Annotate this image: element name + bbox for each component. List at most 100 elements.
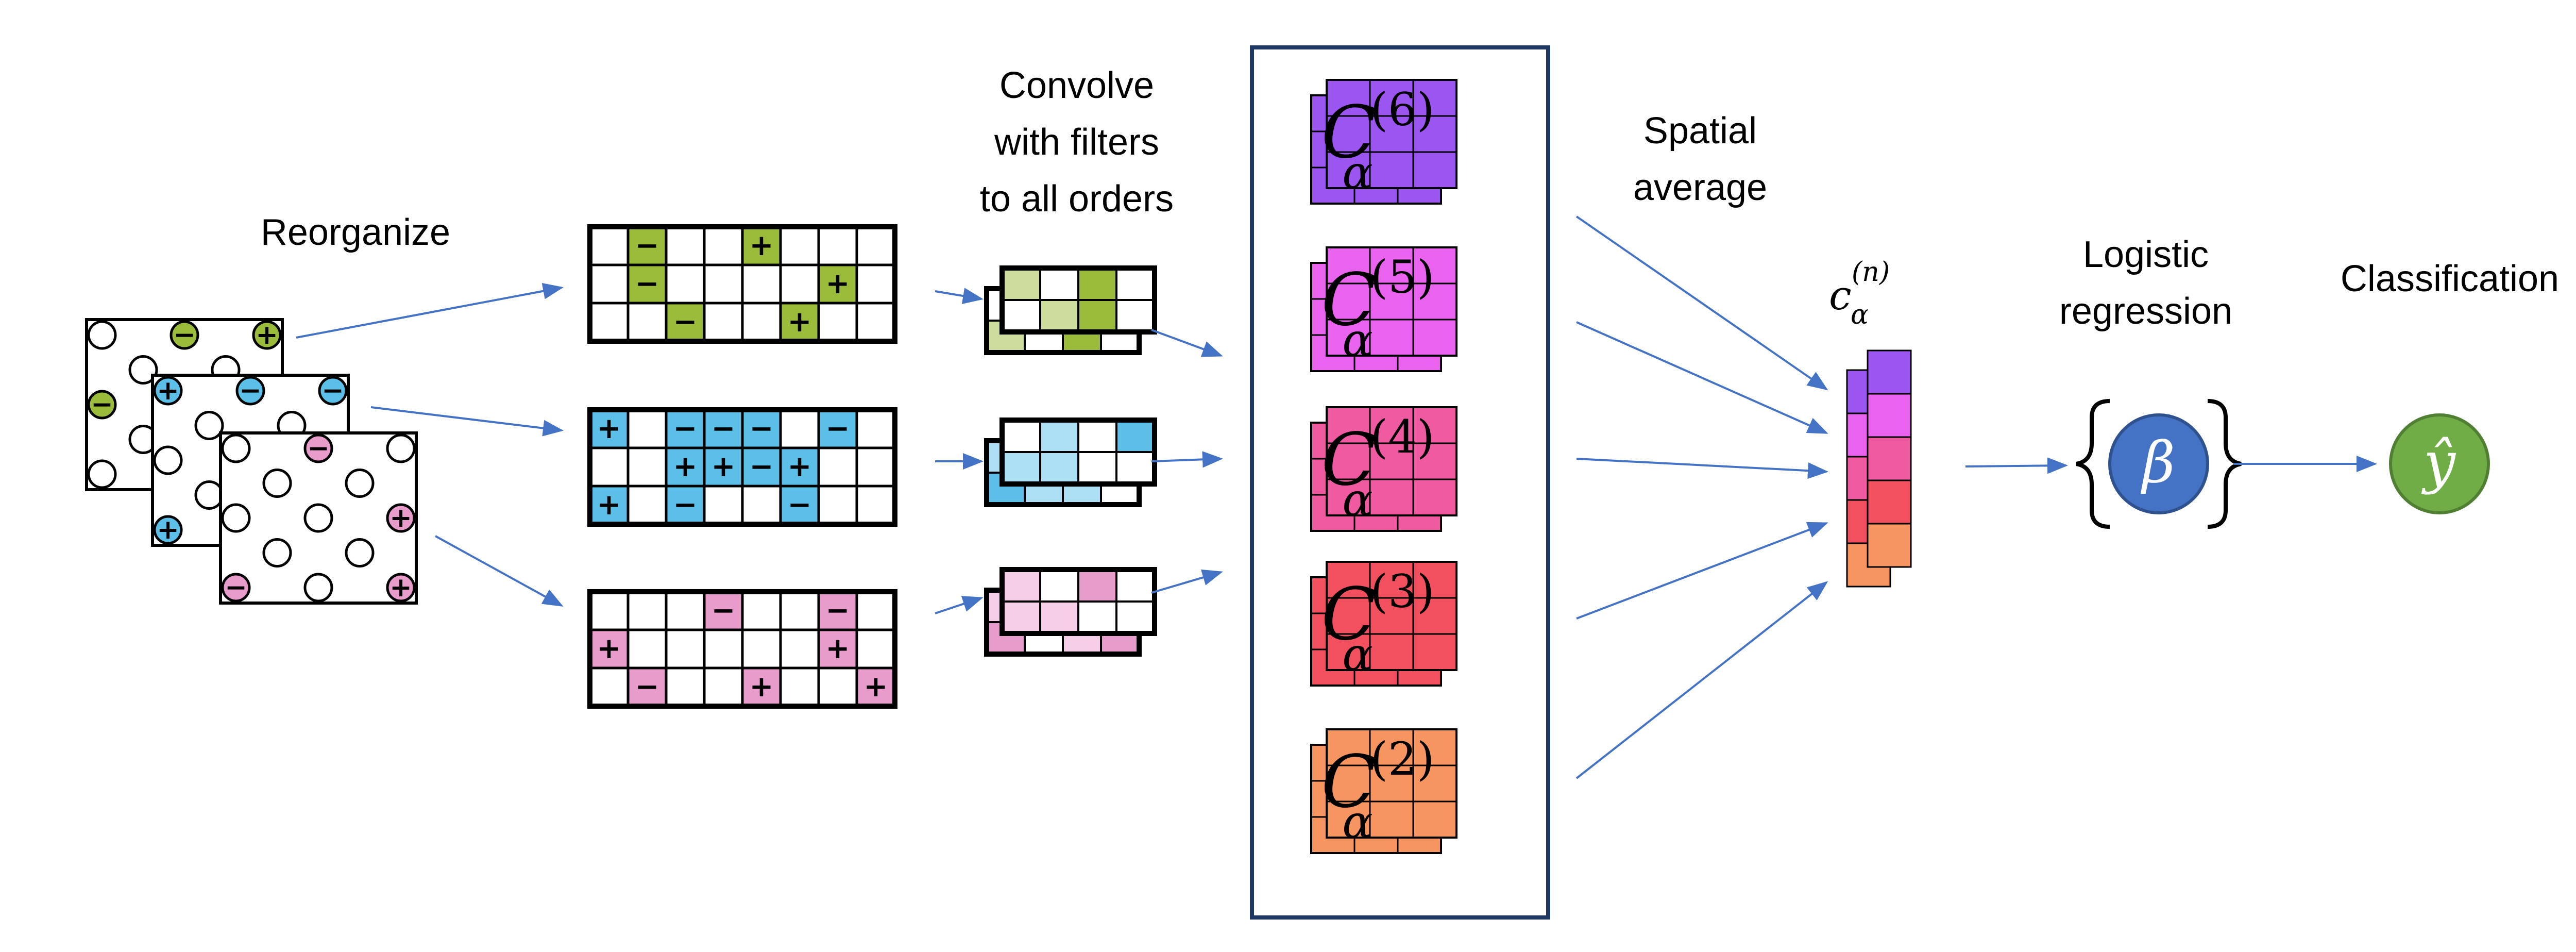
cell-sign: +: [864, 670, 888, 704]
filter-cell: [1077, 569, 1117, 603]
flow-arrow: [1965, 457, 2068, 474]
site-sign: +: [157, 514, 179, 545]
cell-sign: −: [635, 229, 659, 262]
correlator-subscript: α: [1342, 473, 1372, 526]
beta-symbol: β: [2140, 429, 2175, 495]
filter-stack: [984, 567, 1157, 657]
filter-cell: [1039, 451, 1079, 485]
correlator-symbol: C: [1321, 740, 1376, 824]
correlator-layer: [1326, 561, 1458, 671]
grid-cell: [703, 628, 744, 670]
flow-arrow: [1151, 329, 1223, 357]
flow-arrow: [1576, 458, 1828, 479]
correlator-symbol: C: [1321, 418, 1376, 502]
grid-cell: [665, 628, 706, 670]
correlator-subscript: α: [1342, 313, 1372, 366]
yhat-circle: [2389, 413, 2490, 514]
grid-cell: [817, 485, 858, 526]
filter-cell: [1115, 419, 1156, 453]
cell-sign: +: [826, 267, 850, 300]
correlator-stacks: Cα(6)Cα(5)Cα(4)Cα(3)Cα(2): [1310, 79, 1458, 854]
charged-site: [235, 376, 265, 406]
grid-cell: [779, 590, 820, 631]
classification-label: Classification: [2341, 258, 2559, 299]
filter-cell: [1001, 267, 1041, 301]
grid-cell: [741, 485, 782, 526]
spatial-average-bars: [1846, 349, 1912, 588]
reorganize-label: Reorganize: [261, 212, 450, 253]
lattice-site: [262, 469, 292, 498]
grid-cell: [665, 590, 706, 631]
cell-sign: −: [711, 594, 736, 627]
cell-sign: +: [673, 450, 698, 483]
filter-cell: [1077, 451, 1117, 485]
grid-cell: [855, 446, 896, 488]
correlator-stack-(5): Cα(5): [1310, 246, 1458, 372]
cell-sign: −: [788, 488, 812, 522]
grid-cell: [703, 666, 744, 708]
cell-sign: +: [711, 450, 736, 483]
avg-symbol-sup: (n): [1852, 257, 1890, 288]
flow-arrow: [1575, 581, 1828, 779]
grid-cell: [703, 263, 744, 305]
lattice-site: [194, 480, 224, 510]
filter-stacks: [984, 265, 1157, 657]
grid-frame: [587, 589, 897, 709]
grid-cell: [665, 225, 706, 266]
grid-cell: [588, 446, 630, 488]
flow-arrow: [435, 535, 564, 607]
average-bar-cell: [1867, 349, 1912, 395]
filter-cell: [1115, 299, 1156, 333]
reorganized-grids: −+−+−++−−−−++−++−−−−++−++: [587, 224, 897, 709]
grid-cell: [779, 408, 820, 449]
lattice-site: [345, 469, 375, 498]
grid-cell: [855, 225, 896, 266]
lattice-site: [345, 538, 375, 567]
correlator-stack-(2): Cα(2): [1310, 728, 1458, 854]
grid-cell: [703, 225, 744, 266]
reorganized-grid: +−−−−++−++−−: [587, 407, 897, 527]
charged-site: [153, 376, 183, 406]
cell-sign: +: [597, 488, 621, 522]
grid-cell: [588, 302, 630, 343]
cell-sign: −: [750, 450, 774, 483]
grid-cell: [855, 263, 896, 305]
charged-site: [170, 320, 199, 350]
filter-cell: [1039, 600, 1079, 634]
correlator-layer: [1326, 728, 1458, 839]
filter-cell: [1115, 451, 1156, 485]
filter-cell: [1001, 569, 1041, 603]
correlator-subscript: α: [1342, 628, 1372, 681]
grid-cell: [703, 485, 744, 526]
lattice-site: [221, 503, 251, 533]
filter-cell: [1115, 569, 1156, 603]
cell-sign: +: [788, 305, 812, 339]
grid-cell: [817, 302, 858, 343]
lattice-site: [303, 503, 333, 533]
cell-sign: −: [673, 488, 698, 522]
lattice-site: [194, 411, 224, 440]
lattice-configurations: −+−+−−−+−+−+: [85, 318, 418, 605]
filter-cell: [1077, 419, 1117, 453]
filter-frame: [999, 265, 1157, 335]
cell-sign: −: [826, 594, 850, 627]
filter-cell: [1115, 600, 1156, 634]
grid-cell: [741, 666, 782, 708]
cell-sign: −: [826, 412, 850, 445]
lattice-site: [221, 433, 251, 463]
site-sign: −: [225, 572, 247, 603]
cell-sign: +: [788, 450, 812, 483]
lattice-site: [303, 573, 333, 603]
correlator-order: (6): [1370, 83, 1435, 136]
grid-cell: [665, 263, 706, 305]
grid-cell: [855, 408, 896, 449]
charged-site: [386, 503, 416, 533]
filter-cell: [1039, 569, 1079, 603]
correlator-stack-(6): Cα(6): [1310, 79, 1458, 205]
grid-cell: [626, 485, 668, 526]
grid-cell: [588, 263, 630, 305]
correlator-layer: [1326, 79, 1458, 189]
grid-cell: [779, 628, 820, 670]
site-sign: −: [321, 375, 344, 406]
flow-arrow: [1576, 321, 1828, 434]
